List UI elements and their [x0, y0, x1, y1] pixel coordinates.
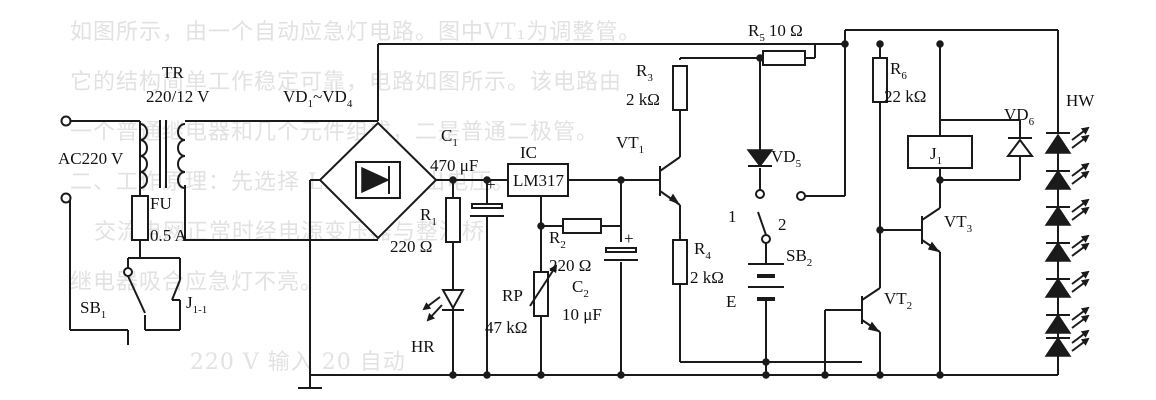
label-vt2: VT2: [884, 289, 912, 312]
label-sb2-pos2: 2: [778, 215, 787, 234]
battery-e: [748, 263, 784, 301]
bridge-rectifier-vd1-vd4: [318, 121, 438, 240]
label-vd6: VD6: [1004, 105, 1035, 128]
led-hr: [422, 289, 465, 322]
label-vt3: VT3: [944, 212, 973, 235]
label-sb2: SB2: [786, 246, 812, 269]
component-labels: TR 220/12 V AC220 V FU 0.5 A SB1 J1-1 VD…: [58, 21, 1095, 356]
label-lm317: LM317: [513, 171, 565, 190]
fuse-fu: [131, 195, 149, 241]
label-j1-1: J1-1: [186, 293, 207, 316]
resistor-r1: [445, 197, 461, 243]
transformer-tr: [139, 120, 186, 189]
label-vt1: VT1: [616, 133, 644, 156]
switch-sb2[interactable]: [755, 189, 806, 244]
label-battery-e: E: [726, 292, 736, 311]
label-c1-value: 470 μF: [430, 156, 478, 175]
label-rp: RP: [502, 286, 523, 305]
label-hw: HW: [1066, 91, 1095, 110]
label-r6: R6: [890, 59, 907, 82]
label-fu: FU: [150, 194, 172, 213]
led-string-hw: [1044, 126, 1090, 357]
label-r1-value: 220 Ω: [390, 237, 432, 256]
label-r6-value: 22 kΩ: [884, 87, 926, 106]
label-rp-value: 47 kΩ: [485, 318, 527, 337]
label-sb1: SB1: [80, 298, 106, 321]
transistor-vt3: [927, 241, 940, 253]
label-j1: J1: [930, 144, 942, 167]
relay-contact-j1-1: [171, 279, 181, 301]
ac-input-terminal-1: [60, 115, 72, 127]
label-r2-value: 220 Ω: [549, 256, 591, 275]
label-hr: HR: [411, 337, 435, 356]
label-r4: R4: [694, 239, 711, 262]
junction-dots: [449, 40, 944, 379]
label-c2-value: 10 μF: [562, 305, 602, 324]
label-sb2-pos1: 1: [728, 207, 737, 226]
label-tr-rating: 220/12 V: [146, 87, 210, 106]
label-tr: TR: [162, 63, 184, 82]
resistor-r6: [872, 57, 888, 103]
lm317-regulator: [507, 163, 569, 197]
transistor-vt1: [659, 166, 680, 205]
label-r3-value: 2 kΩ: [626, 90, 660, 109]
diode-vd6: [1006, 130, 1034, 158]
label-ic: IC: [520, 143, 537, 162]
transistor-vt2: [867, 321, 880, 333]
label-c1: C1: [441, 126, 458, 149]
label-r1: R1: [420, 205, 437, 228]
ac-input-terminal-2: [60, 192, 72, 204]
resistor-r5: [762, 50, 806, 66]
label-c1-plus: +: [486, 175, 496, 194]
label-c2-plus: +: [624, 229, 634, 248]
resistor-r2: [562, 218, 602, 234]
label-bridge: VD1~VD4: [283, 87, 353, 110]
label-r3: R3: [636, 61, 653, 84]
wires: [69, 29, 1059, 389]
diode-vd5: [746, 140, 774, 168]
switch-sb1[interactable]: [123, 257, 146, 314]
label-fu-rating: 0.5 A: [150, 226, 188, 245]
label-ac-input: AC220 V: [58, 149, 124, 168]
resistor-r4: [672, 239, 688, 285]
resistor-r3: [672, 65, 688, 111]
label-r4-value: 2 kΩ: [690, 268, 724, 287]
label-c2: C2: [572, 277, 589, 300]
potentiometer-rp[interactable]: [529, 264, 558, 317]
capacitor-c2: [604, 247, 638, 261]
label-r2: R2: [549, 228, 566, 251]
capacitor-c1: [470, 203, 504, 217]
label-vd5: VD5: [771, 147, 802, 170]
